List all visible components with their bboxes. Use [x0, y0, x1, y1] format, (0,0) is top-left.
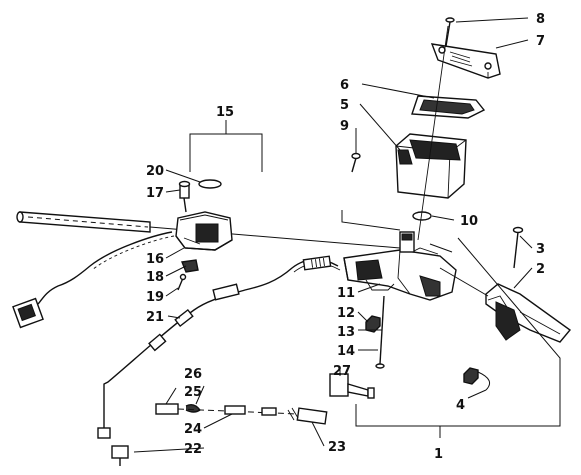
callout-14: 14: [337, 344, 355, 359]
housing-washer: [198, 179, 222, 189]
callout-12: 12: [337, 306, 355, 321]
lever-nut: [463, 367, 479, 385]
reservoir-gasket: [411, 95, 486, 119]
cable-end-fitting: [97, 427, 129, 466]
callout-4: 4: [456, 398, 465, 413]
throttle-housing: [175, 211, 233, 251]
callout-7: 7: [536, 34, 545, 49]
callout-2: 2: [536, 262, 545, 277]
callout-18: 18: [146, 270, 164, 285]
callout-19: 19: [146, 290, 164, 305]
leader-lines: [133, 17, 533, 453]
handlebar-tube: [16, 211, 151, 233]
brake-fitting: [329, 373, 375, 399]
callout-25: 25: [184, 385, 202, 400]
cover-screw: [445, 17, 455, 47]
lever-pivot-bolt: [512, 226, 524, 269]
master-cylinder-body: [343, 231, 457, 301]
callout-10: 10: [460, 214, 478, 229]
throttle-cable: [103, 255, 341, 428]
cylinder-bolt: [375, 295, 385, 369]
callout-5: 5: [340, 98, 349, 113]
throttle-clip: [181, 259, 199, 273]
bracket-15: [189, 133, 263, 172]
callout-15: 15: [216, 105, 234, 120]
callout-23: 23: [328, 440, 346, 455]
switch-wire-harness: [12, 231, 175, 329]
callout-27: 27: [333, 364, 351, 379]
callout-16: 16: [146, 252, 164, 267]
callout-22: 22: [184, 442, 202, 457]
callout-21: 21: [146, 310, 164, 325]
bracket-1: [355, 237, 561, 427]
callout-13: 13: [337, 325, 355, 340]
callout-1: 1: [434, 447, 443, 462]
callout-6: 6: [340, 78, 349, 93]
callout-9: 9: [340, 119, 349, 134]
cable-connector-set: [155, 403, 328, 425]
callout-11: 11: [337, 286, 355, 301]
reservoir-cover: [430, 43, 501, 79]
callout-labels: 8 7 6 5 9 10 3 2 4 1 11 12 13 14 27 15 2…: [146, 12, 545, 462]
callout-17: 17: [146, 186, 164, 201]
clip-screw: [177, 273, 187, 291]
callout-3: 3: [536, 242, 545, 257]
callout-26: 26: [184, 367, 202, 382]
housing-screw: [178, 180, 191, 213]
callout-8: 8: [536, 12, 545, 27]
callout-24: 24: [184, 422, 202, 437]
brake-lever: [485, 283, 572, 343]
reservoir-screw: [351, 152, 361, 173]
callout-20: 20: [146, 164, 164, 179]
fluid-reservoir: [395, 133, 467, 199]
